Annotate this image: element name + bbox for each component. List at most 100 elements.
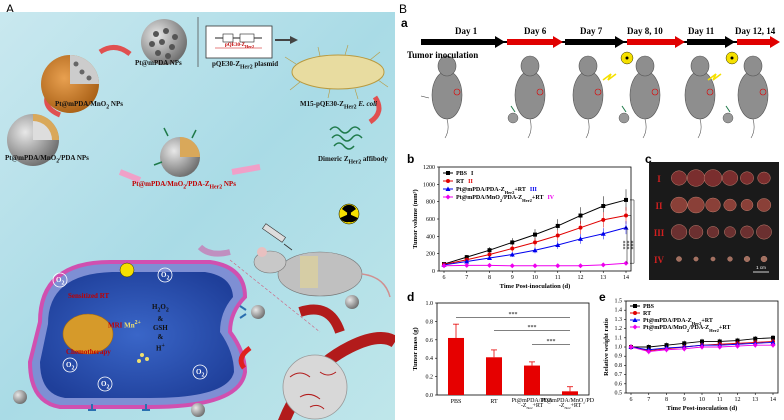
tumor-marks: [453, 88, 767, 96]
x-tick-label: 10: [699, 397, 705, 403]
legend-marker: [632, 324, 638, 330]
series-3-point: [509, 263, 515, 269]
arrow-1: [98, 45, 132, 57]
label-plasmid: pQE30-ZHer2 plasmid: [212, 60, 279, 71]
legend-label-0: PBS: [643, 304, 655, 310]
sig-label: ***: [623, 241, 629, 250]
series-2-point: [578, 236, 583, 241]
series-3-point: [487, 262, 492, 268]
x-tick-label: 13: [752, 397, 758, 403]
series-1-point: [578, 225, 583, 230]
series-3-point: [600, 262, 606, 268]
sig-label: ***: [547, 339, 556, 345]
series-0-point: [578, 213, 583, 218]
y-tick-label: 1.0: [426, 301, 434, 307]
y-tick-label: 1.5: [615, 299, 623, 305]
label-pt-pda: Pt@mPDA/MnO2/PDA NPs: [5, 154, 89, 165]
series-2-point: [623, 225, 629, 230]
label-plasmid-inner: pQE30-ZHer2: [225, 43, 255, 49]
bar-2: [524, 365, 540, 395]
label-pt-mpda: Pt@mPDA NPs: [135, 59, 182, 67]
label-chemotherapy: Chemotherapy: [66, 348, 111, 356]
y-tick-label: 1.1: [615, 335, 623, 341]
y-axis-title: Tumor volume (mm³): [412, 189, 419, 248]
arrow-3: [368, 95, 382, 125]
tumor-sample: [670, 196, 688, 214]
day-label-3: Day 7: [580, 26, 603, 36]
bar-1: [486, 357, 502, 395]
x-category-label: RT: [490, 399, 498, 405]
series-1-point: [510, 246, 515, 251]
series-2-point: [555, 242, 561, 247]
arrow-7: [197, 244, 231, 257]
series-3-point: [699, 344, 705, 350]
y-tick-label: 0.2: [426, 375, 434, 381]
sig-label: ***: [528, 325, 537, 331]
tumor-sample: [724, 226, 736, 238]
x-tick-label: 7: [647, 397, 650, 403]
np-injection-marks: [507, 105, 734, 124]
legend-marker: [632, 317, 638, 322]
x-category-label: PBS: [451, 399, 462, 405]
pt-mpda-mno2-pda-sphere: [7, 114, 59, 166]
x-tick-label: 11: [555, 275, 561, 281]
tumor-sample: [703, 169, 723, 187]
x-axis-title: Time Post-inoculation (d): [667, 405, 738, 412]
tumor-sample: [727, 256, 733, 262]
legend-marker: [446, 171, 450, 175]
y-tick-label: 1200: [423, 165, 435, 171]
label-pt-mno2: Pt@mPDA/MnO2 NPs: [55, 100, 123, 111]
x-axis-title: Time Post-inoculation (d): [500, 283, 571, 290]
x-tick-label: 14: [623, 275, 629, 281]
mouse-1: [420, 55, 463, 139]
pt-mpda-np-sphere: [141, 19, 187, 65]
series-2-point: [487, 255, 492, 260]
series-0-point: [624, 197, 628, 202]
series-2-point: [464, 258, 470, 264]
photo-row-label-3: IV: [654, 255, 665, 265]
photo-row-label-2: III: [654, 228, 665, 238]
series-0-point: [735, 338, 740, 343]
series-3-point: [441, 263, 447, 269]
legend-label-2: Pt@mPDA/PDA-ZHer2+RT: [643, 318, 713, 326]
tumor-sample: [706, 226, 720, 238]
series-3-point: [752, 342, 758, 348]
series-3-point: [555, 263, 561, 269]
series-3-point: [735, 343, 740, 349]
bar-3: [562, 391, 578, 395]
pt-mpda-mno2-sphere: [41, 55, 99, 113]
y-tick-label: 800: [426, 200, 435, 206]
series-2-point: [509, 252, 515, 257]
x-category-label-2: -ZHer2+RT: [521, 403, 544, 410]
tumor-inoculation-label: Tumor inoculation: [407, 50, 479, 60]
y-tick-label: 0.9: [615, 354, 623, 360]
radiation-icon: [338, 203, 360, 225]
series-0-point: [601, 204, 606, 208]
y-tick-label: 1000: [423, 182, 435, 188]
tumor-cell: [27, 260, 248, 409]
x-category-label: Pt@mPDA/MnO2/PDA: [542, 398, 594, 405]
syringe-icon: [262, 223, 293, 251]
y-tick-label: 0.7: [615, 372, 623, 378]
series-3-point: [717, 344, 723, 350]
tumor-sample: [676, 256, 682, 262]
y-tick-label: 0.8: [615, 363, 623, 369]
series-3-point: [464, 262, 470, 268]
label-dimeric: Dimeric ZHer2 affibody: [318, 155, 388, 166]
timeline-segments: [421, 36, 780, 48]
y-axis-title: Relative weight ratio: [603, 318, 610, 376]
tumor-sphere: [282, 354, 348, 420]
legend-marker: [633, 304, 637, 308]
y-tick-label: 600: [426, 217, 435, 223]
tumor-sample: [743, 256, 751, 262]
label-final-np: Pt@mPDA/MnO2/PDA-ZHer2 NPs: [132, 180, 236, 191]
tumor-sample: [757, 171, 771, 185]
sig-label: ***: [627, 241, 633, 250]
legend-marker: [633, 311, 637, 315]
